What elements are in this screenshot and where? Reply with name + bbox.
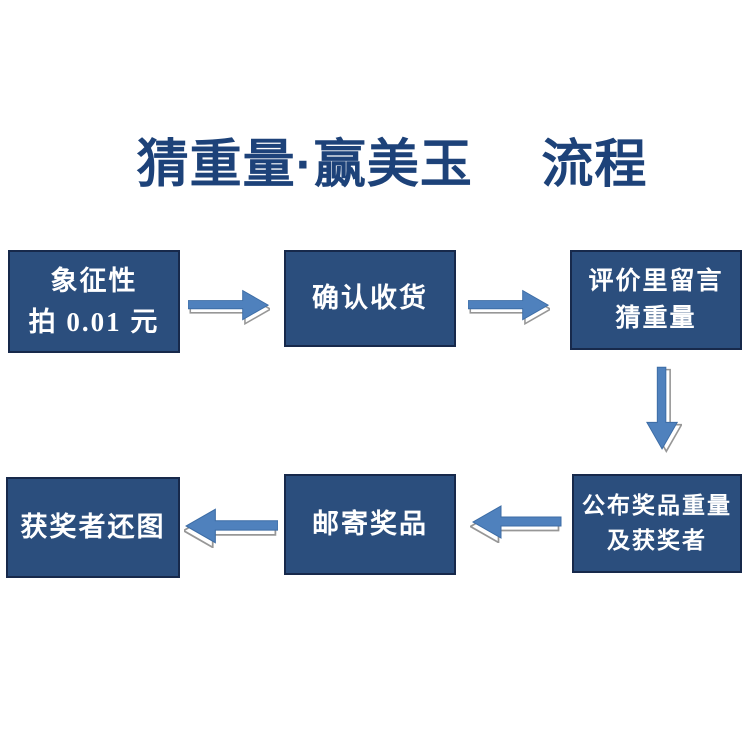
flow-arrow-right-2-icon [468, 289, 550, 325]
step-label-line: 邮寄奖品 [312, 509, 428, 540]
flow-step-2: 确认收货 [284, 250, 456, 347]
step-label-line: 获奖者还图 [20, 512, 166, 543]
step-label-line: 公布奖品重量 [582, 493, 732, 518]
step-label-line: 象征性 [50, 266, 138, 296]
flow-arrow-left-2-icon [184, 508, 278, 548]
step-label-line: 评价里留言 [588, 267, 724, 295]
flow-arrow-left-1-icon [470, 505, 562, 543]
flow-step-6: 获奖者还图 [6, 477, 180, 578]
flow-arrow-down-icon [646, 366, 682, 453]
flow-step-4: 公布奖品重量 及获奖者 [572, 474, 742, 573]
flow-step-3: 评价里留言 猜重量 [570, 250, 742, 350]
page-title: 猜重量·赢美玉 流程 [136, 136, 648, 194]
step-label-line: 及获奖者 [607, 527, 707, 553]
step-label-line: 拍 0.01 元 [28, 306, 160, 337]
step-label-line: 确认收货 [312, 283, 428, 314]
flow-arrow-right-1-icon [188, 289, 270, 325]
flow-step-1: 象征性 拍 0.01 元 [8, 250, 180, 353]
flow-step-5: 邮寄奖品 [284, 474, 456, 575]
step-label-line: 猜重量 [615, 305, 697, 332]
